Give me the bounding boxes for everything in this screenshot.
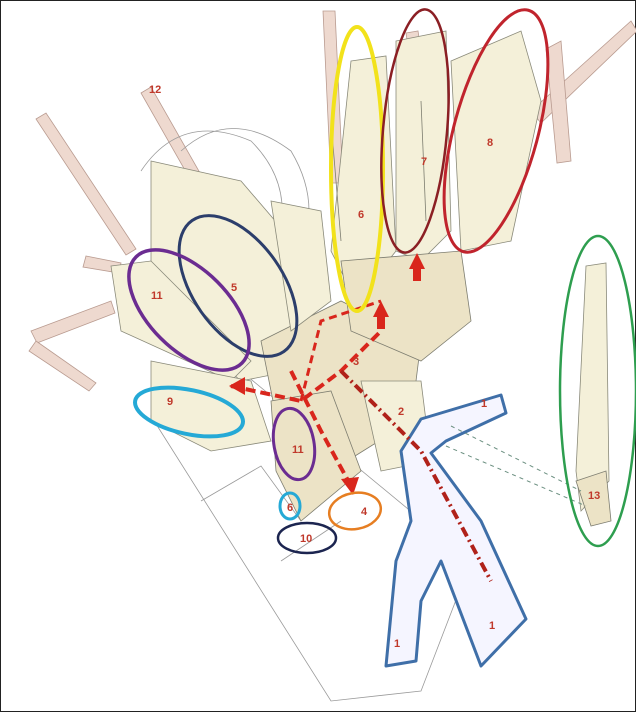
label-3: 3 [353,356,359,368]
label-1-right: 1 [489,620,495,632]
label-1-left: 1 [394,638,400,650]
label-5: 5 [231,282,237,294]
label-4: 4 [361,506,368,518]
label-8: 8 [487,137,493,149]
label-2: 2 [398,406,404,418]
label-12: 12 [149,84,161,96]
label-13: 13 [588,490,600,502]
label-7: 7 [421,156,427,168]
highlight-4-orange [326,489,383,533]
building-plan [111,31,611,526]
label-1-top: 1 [481,398,487,410]
label-9: 9 [167,396,173,408]
label-11-center: 11 [292,444,304,456]
label-11-left: 11 [151,290,163,302]
label-6b: 6 [287,502,293,514]
label-6: 6 [358,209,364,221]
label-10: 10 [300,533,312,545]
